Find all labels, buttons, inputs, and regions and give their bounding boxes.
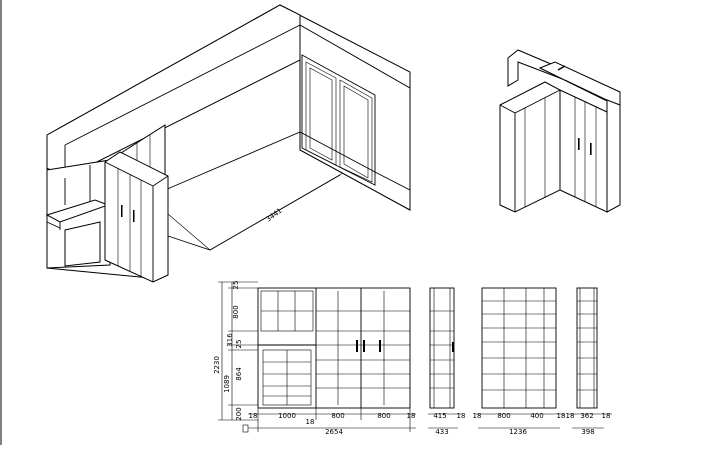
- corner-front-outline: [481, 287, 557, 409]
- dim-upper-open: 316: [226, 333, 234, 347]
- bulkhead: [46, 4, 301, 179]
- corner-handle-2: [590, 143, 592, 155]
- dim-side-left: 18: [249, 412, 258, 420]
- side-outline: [429, 287, 455, 409]
- dim-cside-depth: 362: [580, 412, 593, 420]
- dim-corner-bay-wide: 800: [497, 412, 510, 420]
- elevation-outline: [257, 287, 411, 409]
- dim-corner-bay-narrow: 400: [530, 412, 543, 420]
- dim-overall-width: 2654: [325, 428, 343, 436]
- dim-cside-left: 18: [566, 412, 575, 420]
- side-section: 415 18 433: [428, 287, 466, 436]
- front-elevation: 2230 1089 25 800 316 25 864 200: [213, 281, 416, 436]
- corner-left-body: [499, 81, 561, 213]
- dim-divider: 18: [306, 418, 315, 426]
- sliding-door-frame: [301, 54, 376, 186]
- dim-mid-gap: 25: [235, 340, 243, 349]
- corner-front-elevation: 18 800 400 18 1236: [473, 287, 566, 436]
- door-panel-left: [305, 61, 337, 166]
- dim-bay-1: 800: [331, 412, 344, 420]
- corner-side-elevation: 18 362 18 398: [566, 287, 612, 436]
- dim-side-thickness: 18: [457, 412, 466, 420]
- dim-cside-overall: 398: [581, 428, 594, 436]
- desk-drawer-unit: [64, 221, 101, 267]
- floor-edge: [164, 131, 411, 191]
- elev-handle-1: [356, 340, 358, 352]
- corner-wardrobe-iso: [499, 49, 621, 213]
- dim-top-gap: 25: [232, 281, 240, 290]
- dim-side-right: 18: [407, 412, 416, 420]
- dim-corner-side-left: 18: [473, 412, 482, 420]
- dim-lower-total: 1089: [223, 375, 231, 393]
- dim-side-overall: 433: [435, 428, 448, 436]
- dim-desk-width: 1000: [278, 412, 296, 420]
- isometric-room-view: 3441: [45, 4, 411, 283]
- tall-wardrobe: [104, 151, 169, 283]
- dim-corner-overall: 1236: [509, 428, 527, 436]
- dim-corner-side-right: 18: [557, 412, 566, 420]
- right-wall: [299, 24, 411, 211]
- corner-top-left: [507, 49, 566, 87]
- corner-side-outline: [576, 287, 598, 409]
- dim-plinth: 200: [235, 407, 243, 420]
- elev-handle-3: [379, 340, 381, 352]
- wardrobe-handle: [121, 205, 123, 217]
- dim-overall-height: 2230: [213, 356, 221, 374]
- room-dimension-label: 3441: [264, 207, 283, 224]
- dim-lower-unit: 864: [235, 367, 243, 381]
- dim-side-depth: 415: [433, 412, 446, 420]
- corner-handle-1: [578, 138, 580, 150]
- dim-upper-cabinet: 800: [232, 305, 240, 318]
- corner-right-body: [559, 89, 608, 213]
- dim-bay-2: 800: [377, 412, 390, 420]
- corner-rail: [557, 65, 566, 71]
- door-panel-right: [339, 79, 373, 183]
- dim-cside-thickness: 18: [602, 412, 611, 420]
- elev-handle-2: [363, 340, 365, 352]
